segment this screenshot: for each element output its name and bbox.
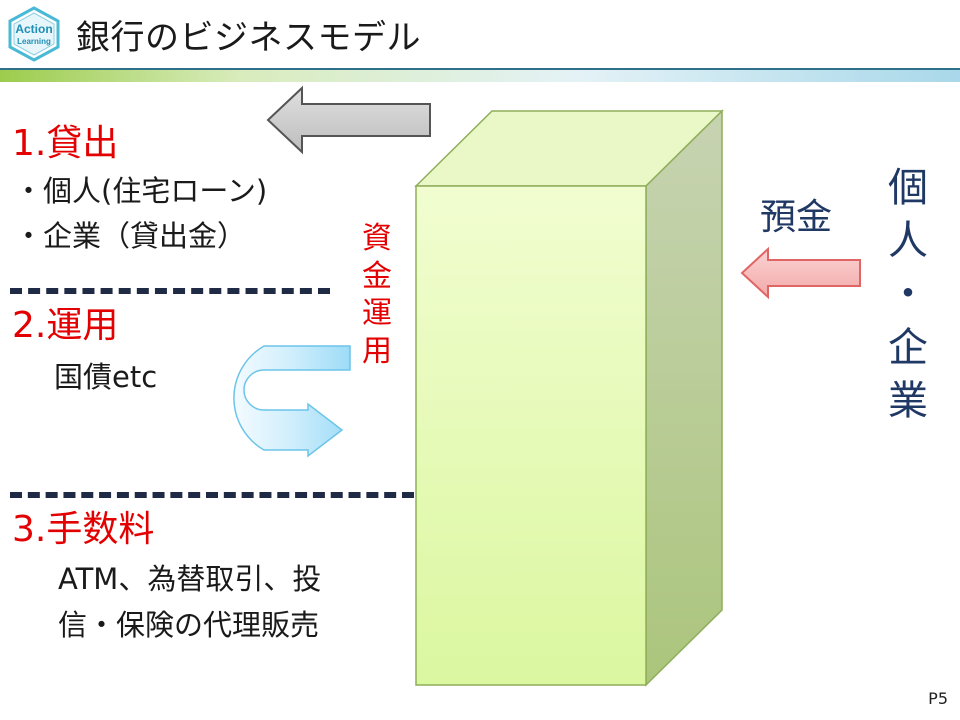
loans-corporate: ・企業（貸出金） xyxy=(14,219,247,253)
fund-label-char: 資 xyxy=(362,221,392,256)
fees-detail-line2: 信・保険の代理販売 xyxy=(58,608,320,642)
deposit-arrow xyxy=(740,246,861,300)
divider-2 xyxy=(10,492,414,498)
customers-label: 個 人 ・ 企 業 xyxy=(888,162,928,428)
fees-detail-line1: ATM、為替取引、投 xyxy=(58,562,322,596)
logo-text-action: Action xyxy=(15,22,52,36)
u-turn-arrow xyxy=(233,345,351,458)
customer-char: 人 xyxy=(888,218,928,265)
customer-char: 個 xyxy=(888,165,928,211)
bank-funds-block xyxy=(414,109,724,687)
customer-char: 企 xyxy=(888,324,928,371)
action-learning-logo: Action Learning xyxy=(8,6,60,62)
slide-title: 銀行のビジネスモデル xyxy=(76,18,421,58)
loan-arrow xyxy=(266,85,431,155)
loans-individual: ・個人(住宅ローン) xyxy=(14,174,268,208)
fees-heading: 3.手数料 xyxy=(12,509,155,550)
fund-label-char: 用 xyxy=(362,333,392,369)
customer-char: 業 xyxy=(888,377,928,424)
investment-detail: 国債etc xyxy=(54,360,158,394)
fund-label-char: 運 xyxy=(362,296,392,331)
fund-label-char: 金 xyxy=(362,258,392,294)
divider-1 xyxy=(10,288,330,294)
page-number: P5 xyxy=(928,689,948,708)
customer-char: ・ xyxy=(888,271,928,318)
investment-heading: 2.運用 xyxy=(12,305,119,346)
title-underline xyxy=(0,68,960,82)
deposit-label: 預金 xyxy=(760,197,833,238)
loans-heading: 1.貸出 xyxy=(12,123,119,164)
fund-management-label: 資 金 運 用 xyxy=(362,220,392,370)
logo-text-learning: Learning xyxy=(17,37,51,46)
